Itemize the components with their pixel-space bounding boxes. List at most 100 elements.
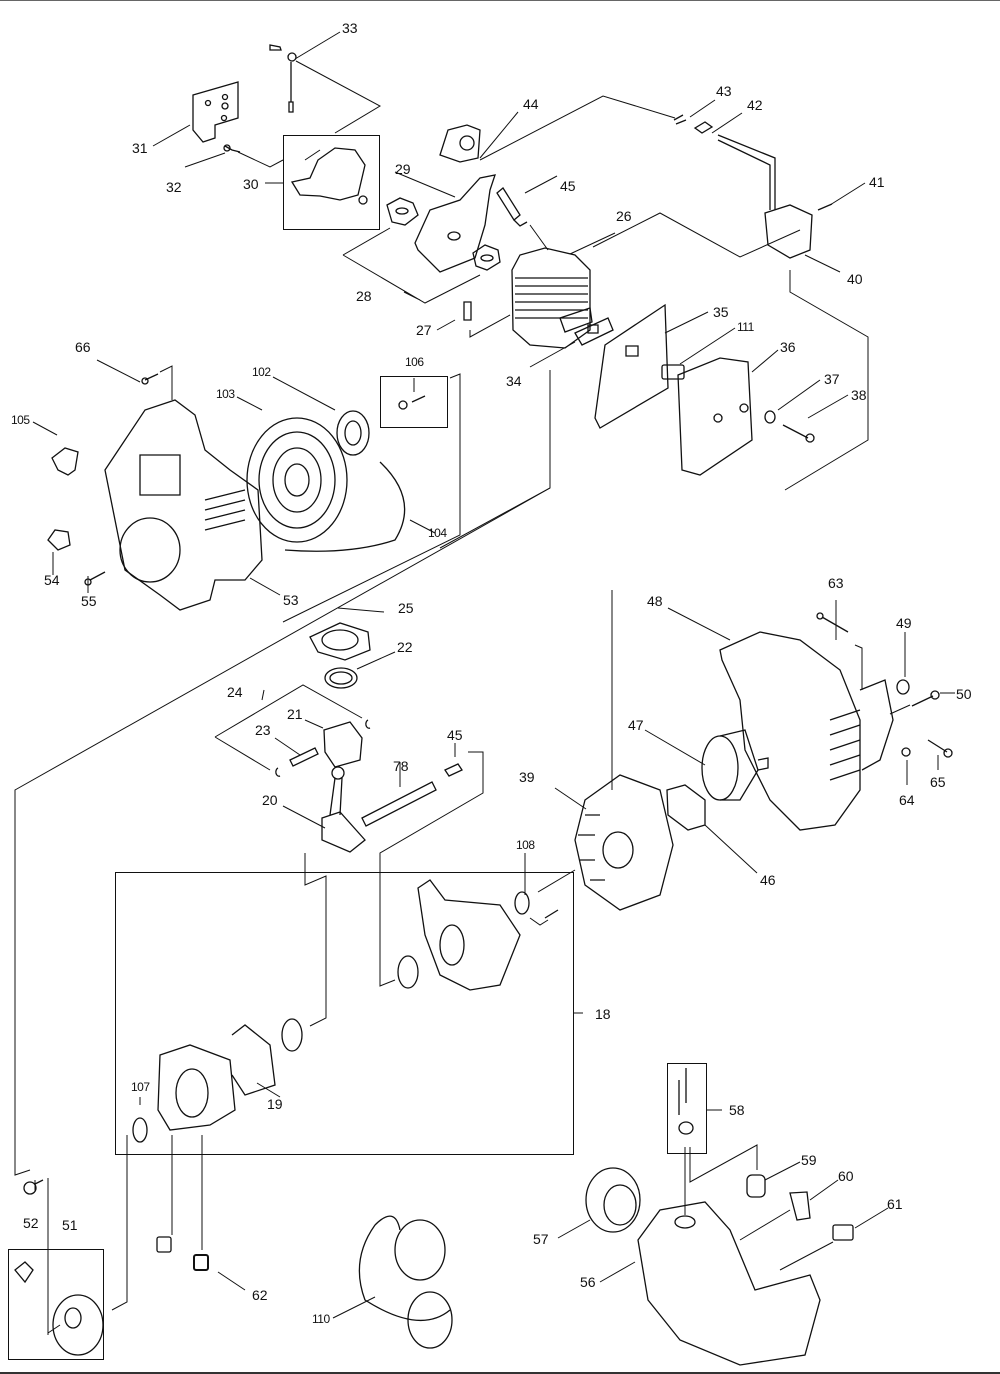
leader-lines	[15, 32, 955, 1335]
callout-53: 53	[283, 592, 299, 608]
callout-36: 36	[780, 339, 796, 355]
group-24	[215, 685, 362, 770]
callout-64: 64	[899, 792, 915, 808]
callout-43: 43	[716, 83, 732, 99]
part-44-plug-cap	[440, 125, 480, 162]
group-box-106	[380, 376, 448, 428]
group-box-51-pulley	[8, 1249, 104, 1360]
part-60-cushion	[790, 1192, 810, 1220]
leader-107-down	[112, 1135, 127, 1310]
leader-60	[810, 1180, 838, 1200]
frame-bottom-border	[0, 1372, 1000, 1374]
part-29-insulator-plate	[415, 175, 495, 272]
callout-33: 33	[342, 20, 358, 36]
leader-34-down	[440, 370, 550, 548]
callout-19: 19	[267, 1096, 283, 1112]
leader-66-case	[160, 366, 172, 400]
callout-38: 38	[851, 387, 867, 403]
callout-56: 56	[580, 1274, 596, 1290]
part-38-bolt	[783, 425, 814, 442]
group-45b-crank	[380, 752, 483, 986]
part-18-crankcase-right	[398, 880, 558, 990]
part-42-43-parts	[674, 115, 712, 133]
callout-105: 105	[11, 413, 30, 427]
callout-110: 110	[312, 1312, 330, 1326]
callout-78: 78	[393, 758, 409, 774]
callout-63: 63	[828, 575, 844, 591]
callout-52: 52	[23, 1215, 39, 1231]
part-22-ring	[325, 668, 357, 688]
part-40-ignition-coil	[718, 135, 812, 258]
callout-34: 34	[506, 373, 522, 389]
callout-111: 111	[737, 320, 754, 334]
callout-45b: 45	[447, 727, 463, 743]
part-65-bolt	[928, 740, 952, 757]
leader-32-30	[238, 152, 283, 167]
part-50-bolt	[912, 691, 939, 706]
leader-105	[33, 422, 57, 435]
part-39-flywheel	[575, 775, 673, 910]
callout-107: 107	[131, 1080, 150, 1094]
leader-38	[808, 395, 848, 418]
leader-61-tank	[780, 1242, 833, 1270]
callout-104: 104	[428, 526, 447, 540]
leader-111	[680, 328, 735, 364]
callout-54: 54	[44, 572, 60, 588]
part-45-spark-plug	[497, 188, 527, 226]
part-33-wire	[270, 45, 296, 112]
callout-40: 40	[847, 271, 863, 287]
callout-50: 50	[956, 686, 972, 702]
callout-30: 30	[243, 176, 259, 192]
part-23-pin	[290, 748, 318, 766]
leader-48	[668, 608, 730, 640]
part-102-reel	[337, 411, 369, 455]
part-105-handle	[52, 448, 78, 475]
part-54-primer	[48, 530, 70, 550]
callout-39: 39	[519, 769, 535, 785]
leader-27-26	[470, 315, 510, 337]
part-78-shaft	[362, 782, 436, 826]
callout-25: 25	[398, 600, 414, 616]
callout-23: 23	[255, 722, 271, 738]
callout-42: 42	[747, 97, 763, 113]
part-32-screw	[224, 145, 240, 152]
part-31-plate	[193, 82, 238, 142]
callout-32: 32	[166, 179, 182, 195]
callout-49: 49	[896, 615, 912, 631]
group-44-43	[480, 96, 675, 160]
callout-106: 106	[405, 355, 424, 369]
callout-31: 31	[132, 140, 148, 156]
leader-40	[805, 255, 840, 272]
part-24-clips	[276, 720, 370, 776]
callout-58: 58	[729, 1102, 745, 1118]
group-box-18-crankcase	[115, 872, 574, 1155]
leader-27	[437, 320, 455, 330]
leader-42	[712, 113, 742, 133]
callout-20: 20	[262, 792, 278, 808]
callout-51: 51	[62, 1217, 78, 1233]
part-20-conrod	[322, 767, 365, 852]
part-25-gasket	[310, 623, 370, 660]
leader-102	[273, 377, 335, 410]
leader-37	[778, 380, 820, 410]
callout-35: 35	[713, 304, 729, 320]
part-52-screw	[24, 1180, 43, 1194]
callout-57: 57	[533, 1231, 549, 1247]
part-104-rope	[285, 462, 405, 551]
group-line-33-30	[296, 61, 380, 160]
leader-103	[237, 397, 262, 410]
group-28	[343, 228, 480, 303]
part-28-gaskets	[387, 198, 500, 270]
leader-60-tank	[740, 1210, 790, 1240]
part-36-muffler	[678, 358, 752, 475]
leader-20	[283, 806, 325, 828]
part-53-starter-case	[105, 400, 262, 610]
part-59-filter	[747, 1175, 765, 1197]
part-56-fuel-tank	[638, 1202, 820, 1365]
callout-28: 28	[356, 288, 372, 304]
leader-32	[185, 153, 225, 167]
leader-108c	[530, 918, 548, 925]
leader-66	[97, 360, 140, 382]
part-30-carburetor	[292, 148, 367, 204]
